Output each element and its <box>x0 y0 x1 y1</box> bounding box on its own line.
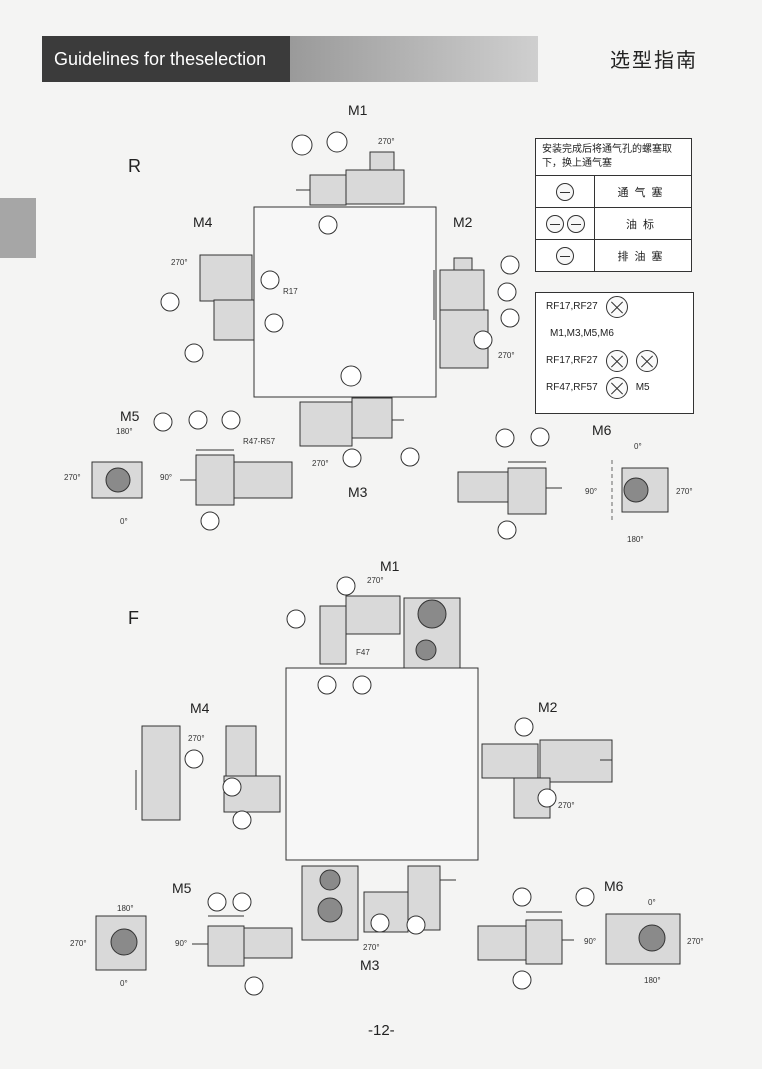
r-m2-label: M2 <box>453 214 473 230</box>
r-m4-gearmotor <box>160 254 284 363</box>
r-m3-angle: 270° <box>312 459 329 468</box>
note-row-1: RF17,RF27 <box>536 293 693 320</box>
no-oil-level-icon <box>605 349 628 372</box>
f-m2-angle: 270° <box>558 801 575 810</box>
note-row-2: M1,M3,M5,M6 <box>536 320 693 347</box>
f-m6-angle-0: 0° <box>648 898 656 907</box>
f-f47-callout: F47 <box>356 648 370 657</box>
f-m5-angle-90: 90° <box>175 939 187 948</box>
r-m3-gearmotor <box>299 365 420 468</box>
legend-row-oil-level: 油标 <box>536 208 691 240</box>
r-m2-angle: 270° <box>498 351 515 360</box>
r-m1-gearmotor <box>291 131 405 235</box>
f-m5-angle-270: 270° <box>70 939 87 948</box>
r-m6-angle-0: 0° <box>634 442 642 451</box>
r-r47-r57-callout: R47-R57 <box>243 437 276 446</box>
page-number: -12- <box>368 1022 395 1039</box>
r-m2-gearmotor <box>433 255 520 369</box>
r-m6-angle-270: 270° <box>676 487 693 496</box>
r-mounting-block <box>253 206 437 398</box>
r-m6-gearmotor <box>457 427 669 540</box>
r-m1-label: M1 <box>348 102 368 118</box>
legend-label-drain: 排油塞 <box>617 249 669 263</box>
note-row-3-text: RF17,RF27 <box>546 355 598 366</box>
f-m5-label: M5 <box>172 880 192 896</box>
r-m5-angle-90: 90° <box>160 473 172 482</box>
legend-label-oil-level: 油标 <box>626 217 660 231</box>
note-row-4-tag: M5 <box>635 382 650 393</box>
f-m1-angle: 270° <box>367 576 384 585</box>
oil-level-icon <box>545 214 564 233</box>
note-row-2-text: M1,M3,M5,M6 <box>550 328 614 339</box>
r-m4-label: M4 <box>193 214 213 230</box>
no-oil-level-icon <box>605 376 628 399</box>
r-m3-label: M3 <box>348 484 368 500</box>
r-m5-angle-270: 270° <box>64 473 81 482</box>
f-mounting-block <box>285 667 479 861</box>
note-row-4: RF47,RF57 M5 <box>536 374 693 401</box>
f-m5-angle-0: 0° <box>120 979 128 988</box>
r-m6-angle-90: 90° <box>585 487 597 496</box>
oil-level-icon <box>566 214 585 233</box>
no-breather-icon <box>605 295 628 318</box>
f-m4-angle: 270° <box>188 734 205 743</box>
r-m5-angle-0: 0° <box>120 517 128 526</box>
f-m1-gearmotor <box>286 576 461 695</box>
section-tab-marker <box>0 198 36 258</box>
f-m6-gearmotor <box>477 887 681 990</box>
legend-table: 安装完成后将通气孔的螺塞取下，换上通气塞 通气塞 油标 排油塞 <box>535 138 692 272</box>
f-m1-label: M1 <box>380 558 400 574</box>
f-m4-label: M4 <box>190 700 210 716</box>
r-r17-callout: R17 <box>283 287 298 296</box>
note-row-4-text: RF47,RF57 <box>546 382 598 393</box>
model-notes-table: RF17,RF27 M1,M3,M5,M6 RF17,RF27 RF47,RF5… <box>535 292 694 414</box>
drain-plug-icon <box>556 246 574 265</box>
header-bar <box>290 36 538 82</box>
f-m5-angle-180: 180° <box>117 904 134 913</box>
f-m3-label: M3 <box>360 957 380 973</box>
section-r-label: R <box>128 156 141 176</box>
f-m6-label: M6 <box>604 878 624 894</box>
r-m5-label: M5 <box>120 408 140 424</box>
legend-row-breather: 通气塞 <box>536 176 691 208</box>
breather-plug-icon <box>556 182 574 201</box>
f-m6-angle-270: 270° <box>687 937 704 946</box>
f-m3-gearmotor <box>301 865 456 941</box>
no-oil-level-icon <box>635 349 658 372</box>
r-m4-angle: 270° <box>171 258 188 267</box>
r-m6-angle-180: 180° <box>627 535 644 544</box>
r-m6-label: M6 <box>592 422 612 438</box>
header-title-en: Guidelines for theselection <box>42 36 290 82</box>
f-m4-gearmotor <box>135 725 281 830</box>
r-m5-angle-180: 180° <box>116 427 133 436</box>
legend-row-drain: 排油塞 <box>536 240 691 271</box>
f-m3-angle: 270° <box>363 943 380 952</box>
f-m5-gearmotor <box>95 892 293 996</box>
legend-label-breather: 通气塞 <box>617 185 669 199</box>
note-row-3: RF17,RF27 <box>536 347 693 374</box>
f-m6-angle-180: 180° <box>644 976 661 985</box>
legend-note: 安装完成后将通气孔的螺塞取下，换上通气塞 <box>536 139 691 176</box>
f-m2-gearmotor <box>481 717 613 819</box>
r-m1-angle: 270° <box>378 137 395 146</box>
note-row-1-text: RF17,RF27 <box>546 301 598 312</box>
header-title-cn: 选型指南 <box>610 48 698 72</box>
f-m2-label: M2 <box>538 699 558 715</box>
r-m5-gearmotor <box>91 410 293 531</box>
f-m6-angle-90: 90° <box>584 937 596 946</box>
section-f-label: F <box>128 608 139 628</box>
